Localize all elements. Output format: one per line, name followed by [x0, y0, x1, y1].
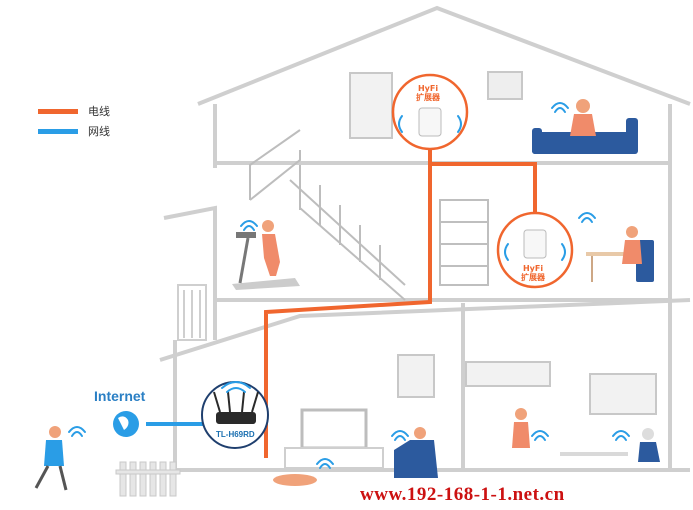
bookshelf — [439, 199, 489, 286]
living-room — [273, 354, 438, 486]
globe-icon — [113, 411, 139, 437]
desk-worker — [586, 226, 654, 282]
attic-sofa — [532, 99, 638, 154]
kitchen — [465, 361, 660, 462]
extender-brand: HyFi — [522, 264, 544, 273]
attic-window — [349, 71, 523, 139]
extender-label-second-floor: HyFi 扩展器 — [521, 264, 545, 282]
router-model-label: TL-H69RD — [216, 430, 255, 439]
extender-name: 扩展器 — [521, 273, 545, 282]
power-line-swatch — [38, 108, 78, 114]
wifi-icon — [68, 102, 630, 469]
house-outline — [159, 5, 691, 472]
watermark: www.192-168-1-1.net.cn — [360, 484, 565, 505]
internet-label: Internet — [94, 388, 146, 404]
treadmill — [232, 220, 300, 290]
extender-brand: HyFi — [417, 84, 439, 93]
power-line-label: 电线 — [88, 105, 110, 118]
legend-network-line: 网线 — [38, 121, 110, 141]
extender-icon — [391, 73, 469, 151]
extender-name: 扩展器 — [416, 93, 440, 102]
fence — [115, 461, 181, 497]
staircase — [249, 129, 406, 301]
extender-icon — [496, 211, 574, 289]
balcony — [177, 284, 207, 341]
legend-power-line: 电线 — [38, 101, 110, 121]
network-line-swatch — [38, 128, 78, 134]
network-line-label: 网线 — [88, 125, 110, 138]
extender-label-attic: HyFi 扩展器 — [416, 84, 440, 102]
person-icon — [34, 426, 68, 491]
legend: 电线 网线 — [38, 101, 110, 141]
power-line-path — [264, 150, 537, 458]
router-icon — [201, 381, 269, 449]
